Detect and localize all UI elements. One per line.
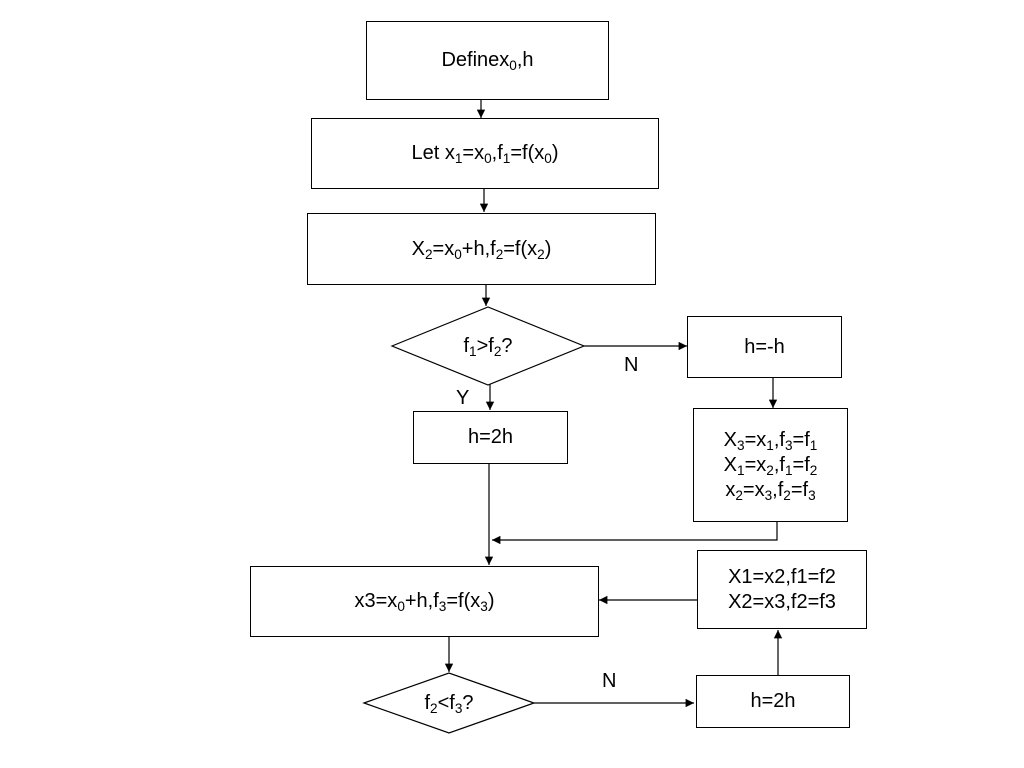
- node-text-line: X2=x3,f2=f3: [728, 590, 836, 613]
- decision-diamond-2: [362, 672, 536, 734]
- node-text-line: Definex0,h: [441, 49, 534, 73]
- line-swap-merge: [492, 522, 778, 545]
- label-cond1-no: N: [624, 354, 639, 376]
- node-text-line: X3=x1,f3=f1: [723, 428, 818, 453]
- label-cond1-yes: Y: [456, 387, 470, 409]
- node-text-line: f1>f2?: [463, 334, 513, 359]
- decision-text-2: f2<f3?: [364, 673, 534, 733]
- decision-diamond-1: [390, 306, 586, 386]
- node-text-line: h=2h: [750, 690, 796, 712]
- node-text-line: h=2h: [467, 426, 514, 448]
- process-x2: X2=x0+h,f2=f(x2): [307, 213, 656, 285]
- node-text-line: x2=x3,f2=f3: [725, 478, 816, 503]
- process-double-h-1: h=2h: [413, 411, 568, 464]
- node-text-line: X1=x2,f1=f2: [728, 565, 836, 588]
- process-let: Let x1=x0,f1=f(x0): [311, 118, 659, 189]
- process-negate-h: h=-h: [687, 316, 842, 378]
- node-text-line: X2=x0+h,f2=f(x2): [411, 237, 552, 262]
- node-text-line: Let x1=x0,f1=f(x0): [411, 142, 559, 166]
- node-text-line: h=-h: [744, 335, 785, 358]
- process-x3: x3=x0+h,f3=f(x3): [250, 566, 599, 637]
- process-define: Definex0,h: [366, 21, 609, 100]
- label-cond2-no: N: [602, 670, 617, 692]
- node-text-line: x3=x0+h,f3=f(x3): [354, 590, 495, 614]
- process-double-h-2: h=2h: [696, 675, 850, 728]
- node-text-line: f2<f3?: [424, 691, 474, 716]
- node-text-line: X1=x2,f1=f2: [723, 453, 818, 478]
- decision-text-1: f1>f2?: [392, 307, 584, 385]
